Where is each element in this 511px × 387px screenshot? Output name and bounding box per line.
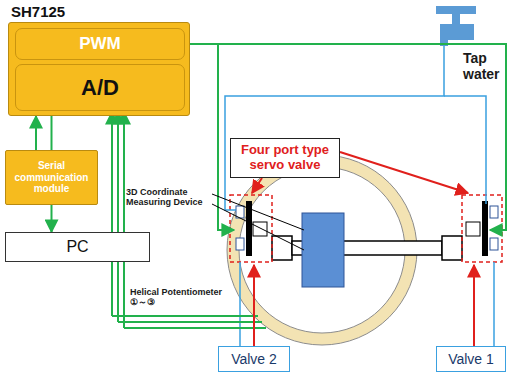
measuring-block [302, 213, 344, 287]
valve-label-box: Valve 1 [436, 346, 506, 372]
callout-arrow [252, 178, 262, 193]
serial-wire [35, 116, 37, 150]
sensor-wire [124, 327, 266, 329]
box-text: PC [66, 238, 88, 256]
water-pipe [239, 262, 241, 346]
rod-cap [272, 236, 292, 260]
supply-label: Tap water [463, 50, 507, 82]
pwm-wire [190, 44, 506, 230]
callout-arrow [253, 265, 255, 346]
signal-connector [51, 116, 53, 150]
serial-module: Serial communication module [5, 150, 98, 205]
rod-cap [442, 236, 462, 260]
box-text: PWM [79, 34, 121, 54]
valve-port [490, 206, 498, 218]
adc-block: A/D [15, 64, 185, 111]
sensor-wire [117, 112, 119, 322]
callout-arrow [473, 265, 475, 346]
box-text: Valve 2 [231, 351, 277, 367]
valve-outline [462, 195, 502, 262]
valve-label-box: Valve 2 [218, 346, 290, 372]
device-label: 3D Coordinate Measuring Device [126, 187, 212, 208]
box-text: Four port type servo valve [235, 143, 335, 173]
box-heading: SH7125 [11, 3, 65, 20]
sensor-wire [111, 112, 113, 316]
valve-spool [482, 201, 488, 256]
valve-port [490, 238, 498, 250]
valve-body [253, 222, 267, 236]
pwm-block: PWM [15, 28, 185, 60]
sensor-wire [118, 321, 262, 323]
box-text: Serial communication module [10, 160, 93, 195]
leader-line [212, 194, 304, 230]
box-text: A/D [81, 75, 119, 100]
valve-body [466, 222, 480, 236]
controller-box: SH7125PWMA/D [8, 22, 190, 116]
box-text: Valve 1 [448, 351, 494, 367]
leader-line [212, 204, 304, 250]
callout-arrow [340, 152, 468, 193]
valve-port [236, 238, 244, 250]
signal-connector [51, 205, 53, 232]
tap-stem [452, 14, 460, 24]
pc-box: PC [5, 232, 150, 262]
tap-spout [440, 24, 474, 46]
valve-outline [230, 195, 272, 262]
sensor-label: Helical Potentiometer ①～③ [130, 287, 228, 308]
sensor-wire [112, 315, 258, 317]
water-pipe [225, 46, 444, 210]
tap-handle [436, 6, 476, 14]
callout-box: Four port type servo valve [230, 138, 340, 178]
sensor-wire [123, 112, 125, 328]
water-pipe [493, 262, 495, 346]
